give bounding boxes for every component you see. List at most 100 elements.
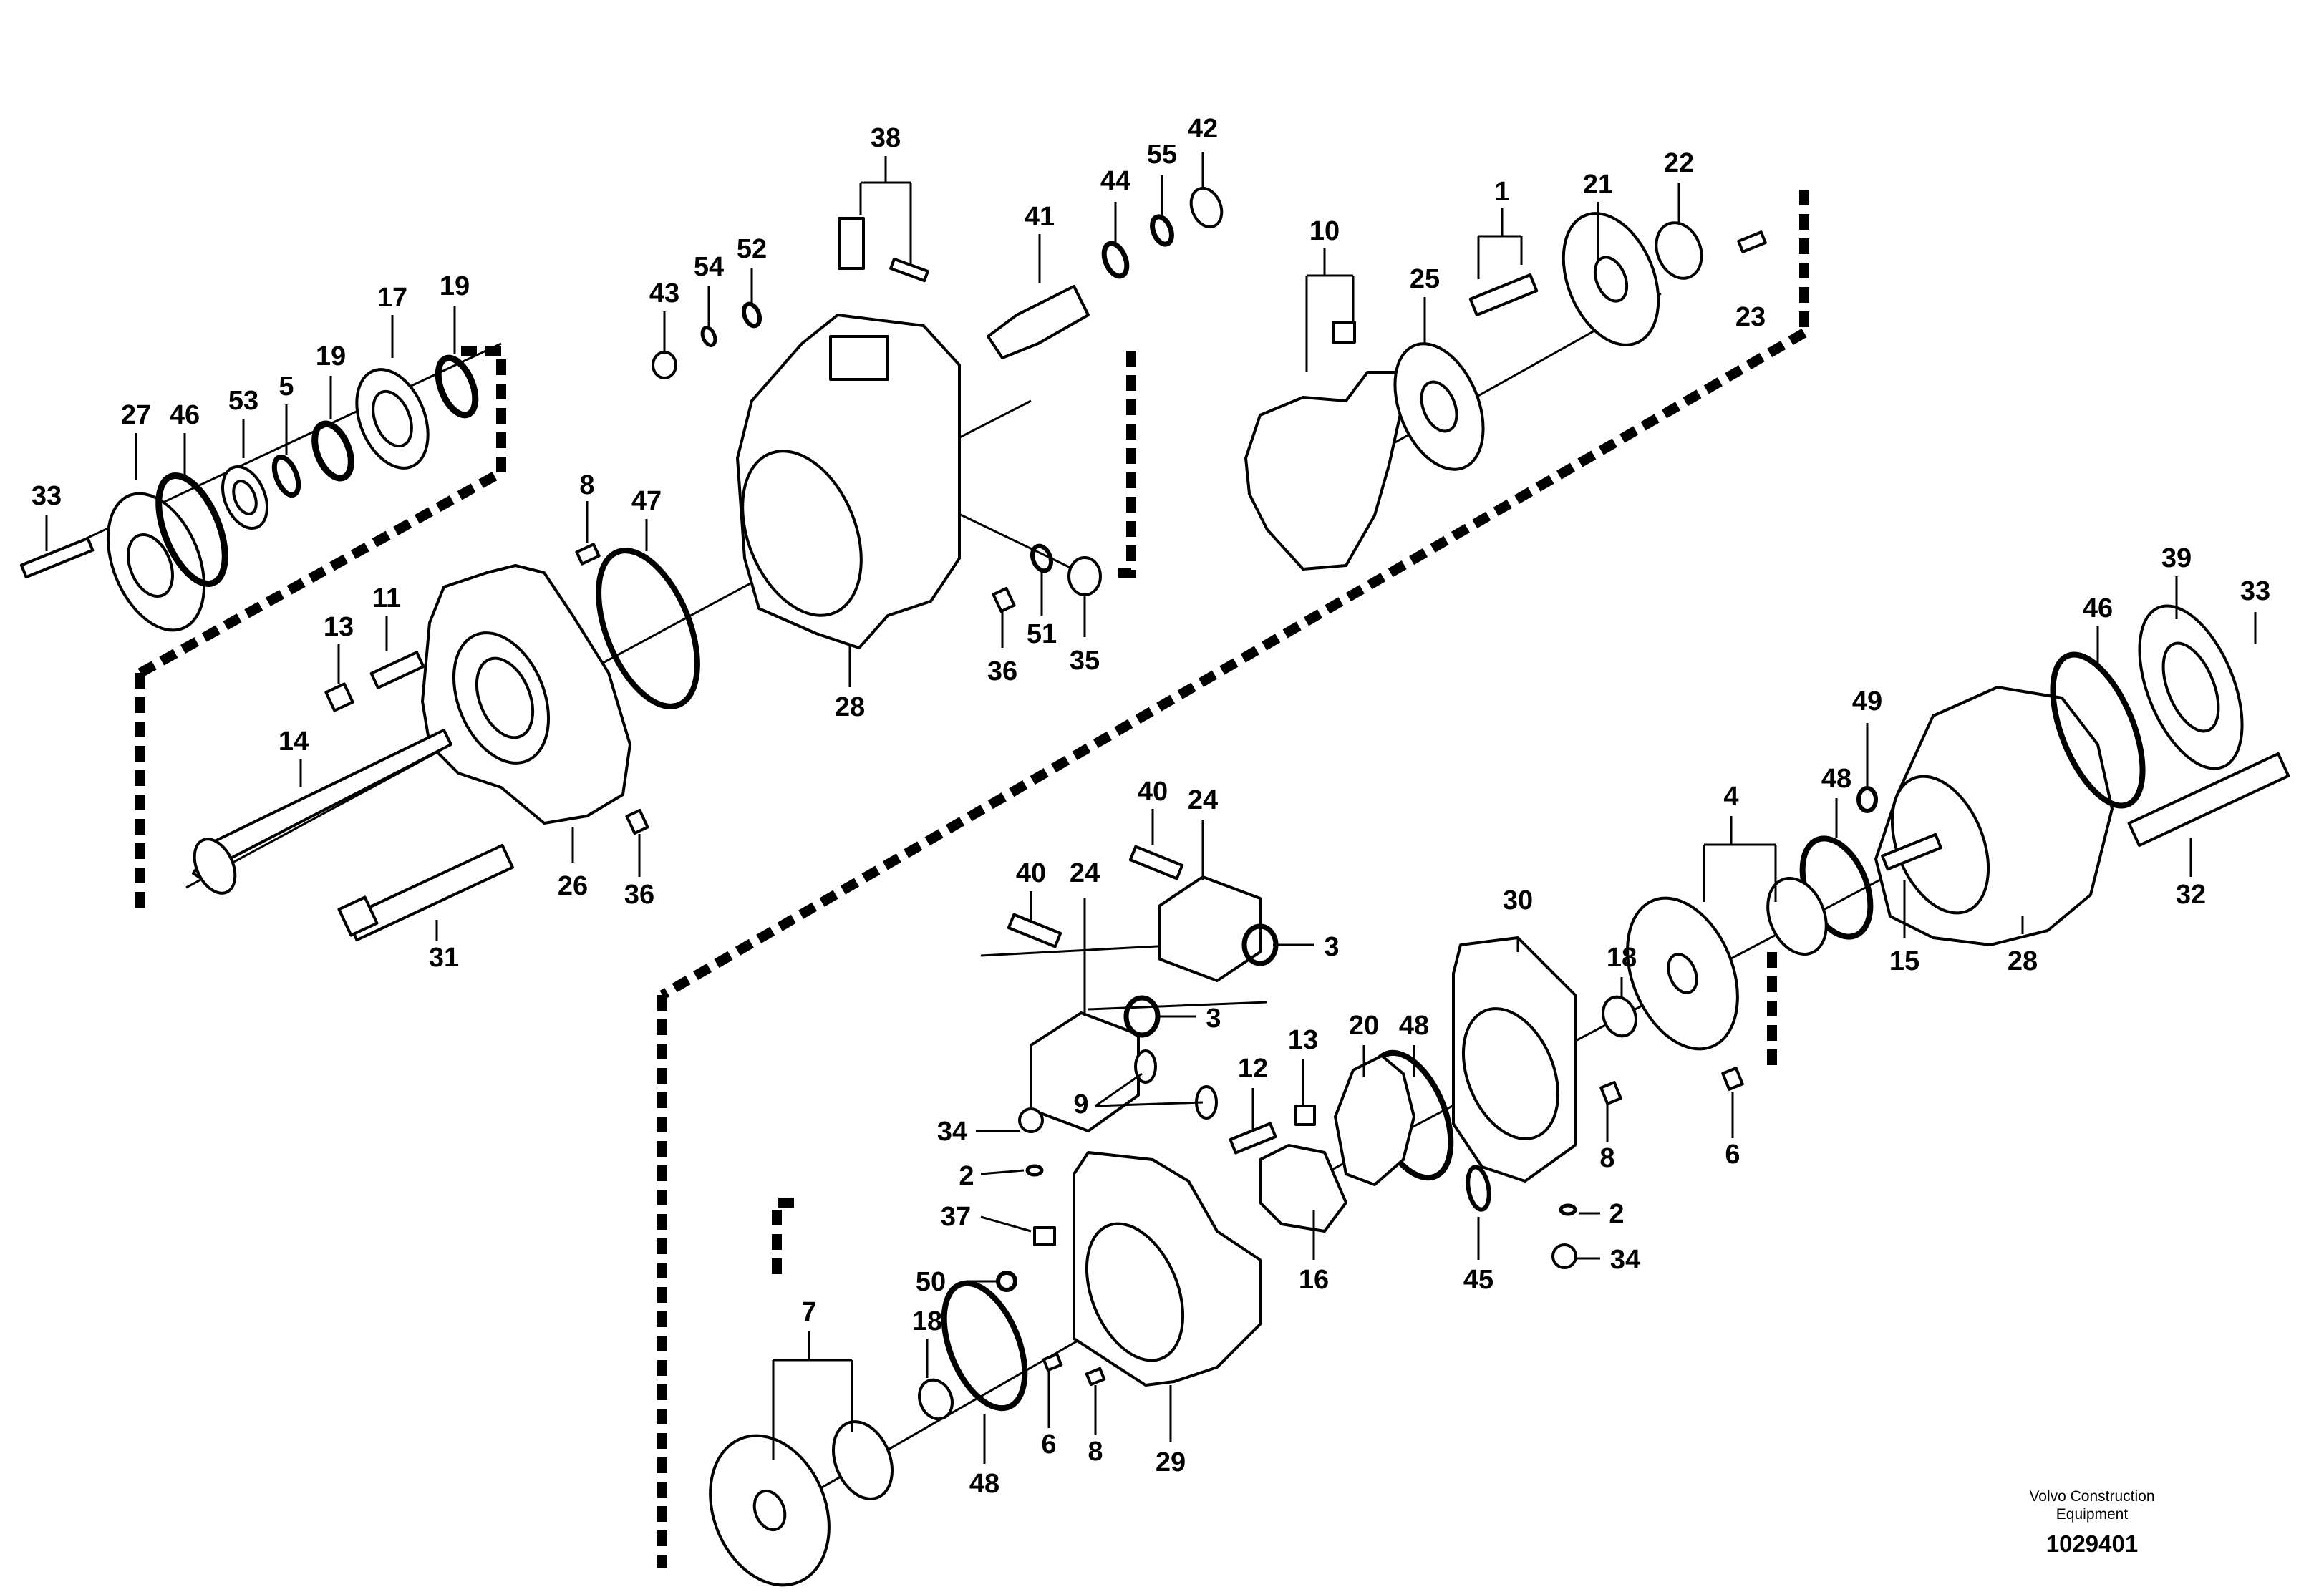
part-28-main-housing [736, 314, 961, 649]
callout-43: 43 [649, 278, 679, 309]
part-8-pin-lower [1085, 1081, 1622, 1387]
callout-29: 29 [1156, 1447, 1186, 1477]
part-52-ring [741, 301, 762, 329]
part-14-shaft [192, 729, 452, 895]
part-19-ring [311, 354, 479, 482]
callout-16: 16 [1299, 1265, 1329, 1295]
part-50-ring [996, 1271, 1017, 1292]
callout-20: 20 [1349, 1011, 1379, 1041]
callout-18-lower: 18 [912, 1306, 942, 1336]
callout-42: 42 [1188, 114, 1218, 144]
part-11-stud [369, 651, 425, 689]
callout-6-right: 6 [1725, 1140, 1740, 1170]
callout-39: 39 [2161, 543, 2192, 573]
part-34-plug [1018, 1107, 1577, 1269]
callout-1: 1 [1494, 177, 1509, 207]
callout-48-lower: 48 [969, 1469, 999, 1499]
callout-8-right: 8 [1599, 1143, 1614, 1173]
part-13-nut-lower [1294, 1105, 1316, 1126]
part-46-oring-right [2050, 651, 2146, 809]
callout-24-upper: 24 [1188, 785, 1218, 815]
part-29-housing [1073, 1151, 1262, 1387]
callout-34-right: 34 [1610, 1245, 1640, 1275]
callout-41: 41 [1025, 202, 1055, 232]
callout-51: 51 [1027, 619, 1057, 649]
part-39-cover [2138, 604, 2244, 770]
part-35-plug [1067, 556, 1102, 596]
callout-15: 15 [1889, 946, 1919, 976]
callout-34-left: 34 [937, 1117, 967, 1147]
callout-48-right: 48 [1821, 764, 1851, 794]
part-2-ring [1025, 1164, 1577, 1216]
callout-22: 22 [1664, 148, 1694, 178]
callout-36-left: 36 [624, 880, 654, 910]
callout-2-left: 2 [959, 1161, 974, 1191]
callout-32: 32 [2176, 880, 2206, 910]
callout-10: 10 [1309, 216, 1340, 246]
part-9-elbows [1134, 1049, 1218, 1120]
part-18-bushing [918, 995, 1637, 1421]
part-27-cover [106, 492, 206, 632]
callout-12: 12 [1238, 1054, 1268, 1084]
callout-55: 55 [1147, 140, 1177, 170]
callout-6-lower: 6 [1041, 1430, 1056, 1460]
callout-8-upper: 8 [579, 470, 594, 500]
part-16-shaft [1259, 1144, 1347, 1233]
callout-labels: 38 42 55 44 41 1 21 22 23 10 25 52 54 43… [32, 114, 2270, 1499]
document-number: 1029401 [2046, 1530, 2138, 1557]
callout-13-upper: 13 [324, 612, 354, 642]
callout-49: 49 [1852, 686, 1882, 717]
callout-3-lower: 3 [1206, 1004, 1221, 1034]
part-8-pin [575, 543, 601, 566]
part-5-ring [271, 455, 301, 498]
part-54-ring [700, 326, 717, 347]
part-22-guide [1655, 221, 1703, 280]
callout-36-center: 36 [987, 656, 1017, 686]
part-41-valve [987, 285, 1090, 359]
callout-46-right: 46 [2083, 593, 2113, 623]
callout-31: 31 [429, 943, 459, 973]
callout-17: 17 [377, 283, 407, 313]
callout-33-right: 33 [2240, 576, 2270, 606]
part-28-housing-assembled [1874, 686, 2114, 946]
callout-18-upper: 18 [1607, 943, 1637, 973]
callout-9: 9 [1073, 1089, 1088, 1120]
part-46-oring [155, 472, 228, 588]
callout-13-lower: 13 [1288, 1025, 1318, 1055]
callout-54: 54 [694, 252, 724, 282]
callout-11: 11 [372, 583, 401, 613]
part-15-shaft [1881, 833, 1942, 871]
callout-25: 25 [1410, 264, 1440, 294]
part-20-gear [1334, 1054, 1415, 1186]
callout-23: 23 [1735, 302, 1766, 332]
part-42-plug [1189, 186, 1224, 229]
callout-40-lower: 40 [1016, 858, 1046, 888]
callout-44: 44 [1100, 166, 1130, 196]
callout-30: 30 [1503, 885, 1533, 916]
callout-19-upper: 19 [440, 271, 470, 301]
callout-27: 27 [121, 400, 151, 430]
part-38-bracket [838, 217, 929, 283]
part-31-bolt [337, 843, 514, 942]
part-53-bearing [221, 465, 268, 530]
part-49-ring [1856, 786, 1878, 813]
callout-45: 45 [1463, 1265, 1493, 1295]
callout-8-lower: 8 [1088, 1437, 1103, 1467]
part-13-nut [324, 682, 354, 712]
callout-24-lower: 24 [1070, 858, 1100, 888]
part-44-ring [1101, 241, 1130, 279]
part-12-stud [1229, 1122, 1277, 1155]
part-17-bearing [355, 368, 430, 470]
part-7-cylinder [709, 1420, 894, 1587]
callout-19-lower: 19 [316, 341, 346, 372]
part-10-swash-plate [1244, 321, 1405, 571]
part-30-valve-plate [1452, 936, 1577, 1183]
part-23-spring [1737, 230, 1767, 253]
callout-46-left: 46 [170, 400, 200, 430]
callout-52: 52 [737, 234, 767, 264]
part-1-pin [1468, 273, 1539, 316]
part-32-bolt [2127, 752, 2290, 848]
part-24-flange [1030, 875, 1262, 1132]
part-6-pin [1042, 1067, 1744, 1372]
callout-47: 47 [631, 486, 662, 516]
